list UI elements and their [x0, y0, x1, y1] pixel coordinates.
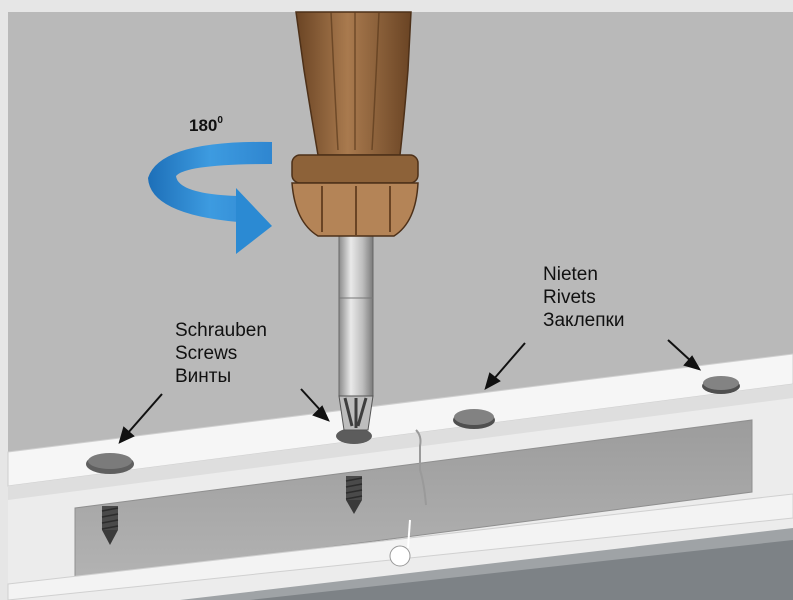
- screwdriver-tip: [338, 395, 374, 431]
- rivets-label-de: Nieten: [543, 264, 598, 285]
- screws-label: Schrauben Screws Винты: [175, 319, 267, 388]
- rotation-angle-value: 180: [189, 116, 218, 135]
- screwdriver-shaft: [338, 235, 374, 397]
- rail-slot: [74, 419, 753, 581]
- rail-joint: [415, 429, 427, 506]
- hook-wire: [407, 519, 411, 549]
- rail-lip: [8, 384, 793, 500]
- leader-arrows: [118, 339, 702, 444]
- rivets-label-ru: Заклепки: [543, 310, 625, 331]
- rail-top-face: [7, 353, 793, 487]
- rail-bottom-edge: [250, 540, 793, 600]
- screws-label-de: Schrauben: [175, 320, 267, 341]
- screws-label-ru: Винты: [175, 366, 232, 387]
- rivets-label: Nieten Rivets Заклепки: [543, 263, 624, 332]
- rotation-arrow-icon: [148, 141, 272, 254]
- screw-center-shank: [336, 428, 372, 514]
- screw-left: [86, 453, 134, 545]
- hook-ring: [389, 545, 411, 567]
- rotation-angle-label: 1800: [189, 115, 223, 136]
- rivets-label-en: Rivets: [543, 287, 596, 308]
- rivet-left: [453, 409, 495, 429]
- rivet-right: [702, 376, 740, 394]
- screwdriver-handle: [291, 11, 419, 237]
- screws-label-en: Screws: [175, 343, 238, 364]
- rotation-angle-unit: 0: [217, 115, 223, 127]
